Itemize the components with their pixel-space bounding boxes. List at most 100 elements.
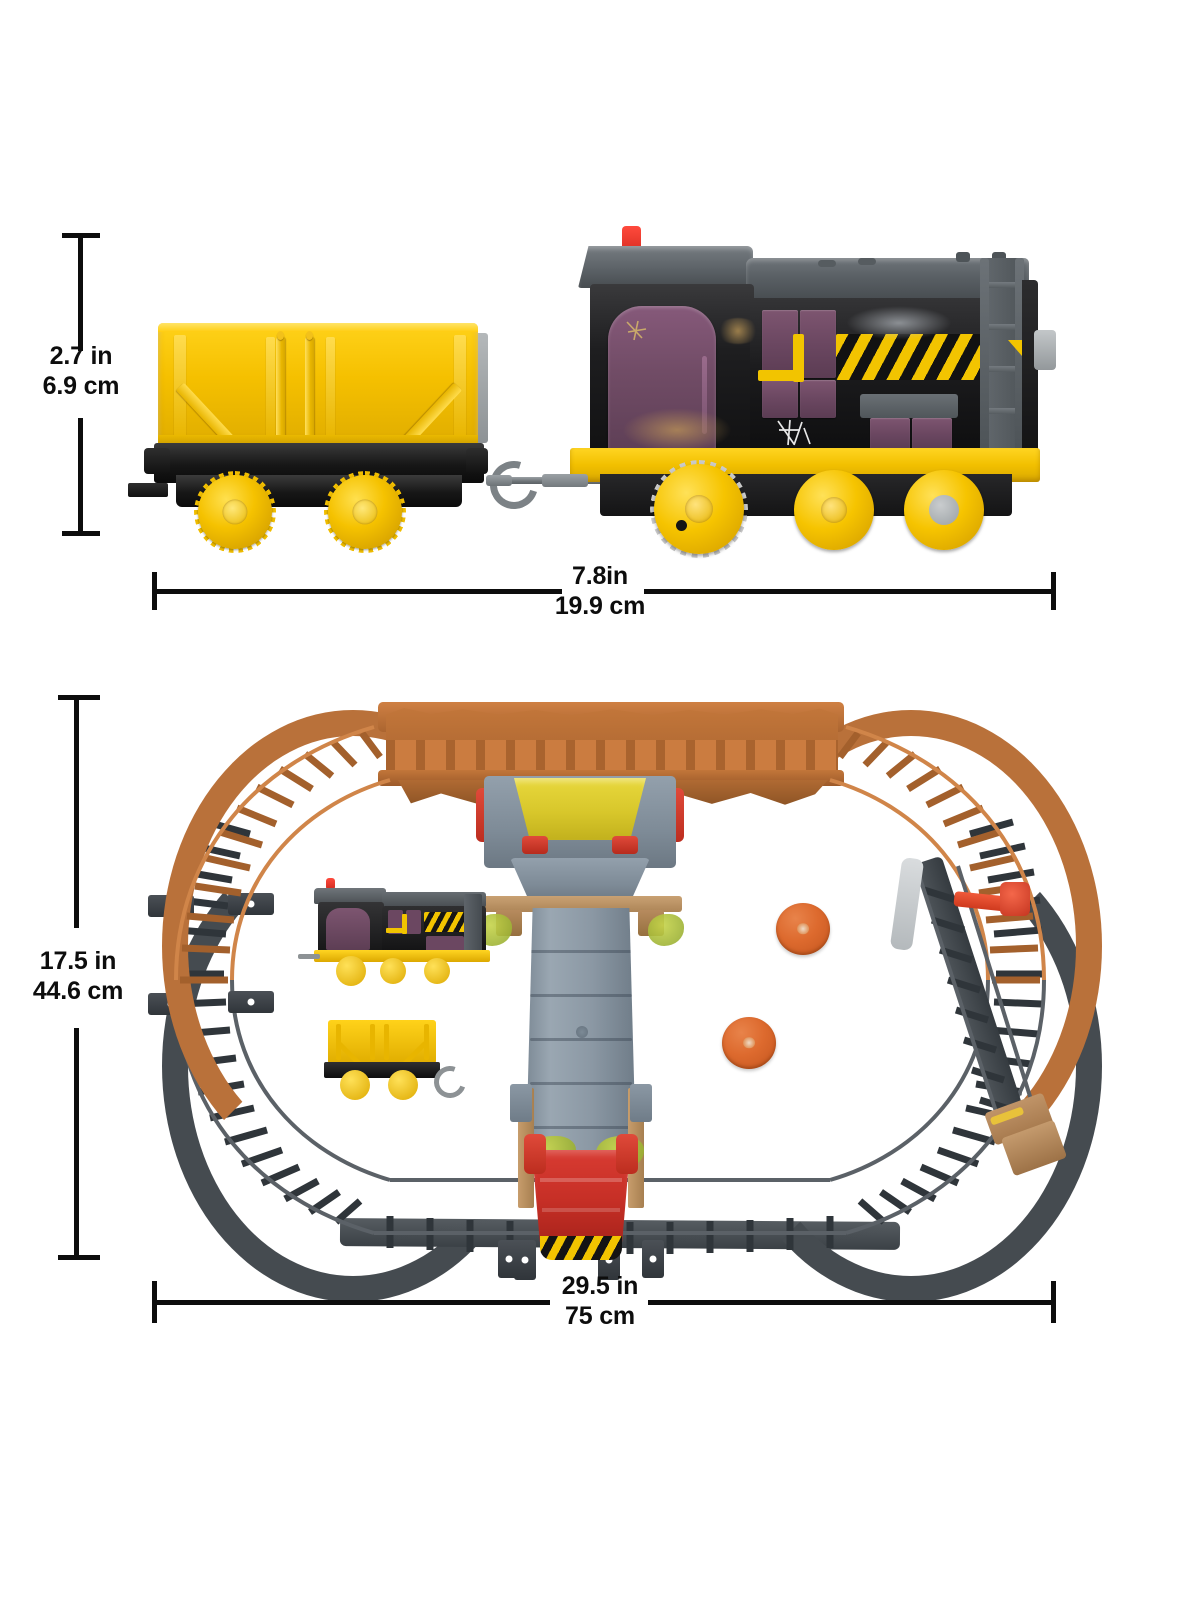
ladder-rail-left xyxy=(980,258,989,454)
hood-vent-right xyxy=(912,418,952,450)
track-switch xyxy=(840,830,1080,1177)
chute-bracket-right xyxy=(642,1240,664,1278)
engine-hub-front xyxy=(685,495,713,523)
column-seam-3 xyxy=(530,1038,632,1041)
wagon-body xyxy=(158,323,478,467)
diesel-engine-small xyxy=(298,876,493,986)
ladder-icon xyxy=(980,258,1024,454)
chute-bracket-left xyxy=(498,1240,520,1278)
wagon-brace-post-mid-b xyxy=(326,337,335,439)
length-line-right xyxy=(644,589,1056,594)
hopper-bucket xyxy=(514,778,646,840)
engine-hub-rear xyxy=(929,495,959,525)
foliage-mid-right xyxy=(648,914,684,946)
tower-bracket-right xyxy=(630,1084,652,1122)
depth-dimension-label: 17.5 in 44.6 cm xyxy=(32,947,124,1005)
small-wagon-post-4 xyxy=(424,1024,429,1060)
height-dimension-label: 2.7 in 6.9 cm xyxy=(42,342,120,400)
column-seam-1 xyxy=(530,950,632,953)
dimension-line-upper xyxy=(78,233,83,351)
small-engine-vent xyxy=(426,936,464,952)
dimension-line-lower xyxy=(78,418,83,536)
weathering-speck-3 xyxy=(846,306,952,340)
wagon-footplate-left xyxy=(128,483,168,497)
ladder-rail-right xyxy=(1015,258,1024,454)
hood-panel-2 xyxy=(800,310,836,378)
column-rivet xyxy=(576,1026,588,1038)
small-engine-wheel-1 xyxy=(336,956,366,986)
hood-panel-4 xyxy=(800,380,836,418)
wagon-stile-2 xyxy=(305,331,314,439)
small-engine-door xyxy=(326,908,370,950)
depth-cap-bottom xyxy=(58,1255,100,1260)
chute-side-right xyxy=(616,1134,638,1174)
roof-vent-2 xyxy=(858,258,876,265)
small-engine-cab-roof xyxy=(314,888,386,904)
wagon-wheel-rear xyxy=(324,471,406,553)
wagon-brace-post-mid-a xyxy=(266,337,275,439)
scratch-mark-1 xyxy=(624,318,658,344)
roof-vent-4 xyxy=(992,252,1006,262)
hood-lower-plate xyxy=(860,394,958,418)
small-engine-wheel-2 xyxy=(380,958,406,984)
tower-bracket-left xyxy=(510,1084,532,1122)
diesel-engine xyxy=(542,222,1056,558)
depth-cap-top xyxy=(58,695,100,700)
chute-side-left xyxy=(524,1134,546,1174)
engine-rear-buffer xyxy=(1034,330,1056,370)
small-wagon-post-3 xyxy=(384,1024,389,1060)
hood-panel-3 xyxy=(762,380,798,418)
ladder-rung-1 xyxy=(982,282,1022,288)
engine-hub-middle xyxy=(821,497,847,523)
ladder-rung-3 xyxy=(982,366,1022,372)
cargo-wagon-small xyxy=(322,1010,472,1104)
wagon-gear-rear xyxy=(328,475,402,549)
chute-rib-2 xyxy=(542,1208,620,1212)
small-engine-hood-roof xyxy=(382,892,486,908)
wagon-stile-1 xyxy=(276,331,285,439)
dimension-cap-bottom xyxy=(62,531,100,536)
roof-vent-3 xyxy=(956,252,970,262)
hopper-pivot-right xyxy=(612,836,638,854)
small-engine-hazard xyxy=(424,912,470,932)
red-chute xyxy=(532,1150,630,1242)
column-seam-2 xyxy=(530,994,632,997)
playset-layout xyxy=(140,680,1102,1302)
hopper-pivot-left xyxy=(522,836,548,854)
width-cap-right xyxy=(1051,1281,1056,1323)
width-dimension-label: 29.5 in 75 cm xyxy=(561,1272,639,1330)
small-wagon-chassis xyxy=(324,1062,440,1078)
column-seam-4 xyxy=(530,1082,632,1085)
elevated-bridge-ties xyxy=(386,740,838,774)
ladder-rung-2 xyxy=(982,324,1022,330)
small-engine-accent-h xyxy=(386,928,406,933)
engine-wheel-front xyxy=(650,460,748,558)
cargo-disc-lower xyxy=(722,1017,776,1069)
engine-cab-roof xyxy=(578,246,753,288)
brown-track-ties xyxy=(174,725,1046,984)
hood-panel-1 xyxy=(762,310,798,378)
column-seam-5 xyxy=(530,1126,632,1129)
wagon-bottom-rail xyxy=(158,435,478,445)
depth-line-upper xyxy=(74,695,79,928)
wagon-gear-front xyxy=(198,475,272,549)
small-wagon-post-2 xyxy=(370,1024,375,1060)
scratch-mark-2 xyxy=(774,418,818,448)
hood-accent-stripe-h xyxy=(758,370,804,381)
small-wagon-body xyxy=(328,1020,436,1073)
small-wagon-wheel-1 xyxy=(340,1070,370,1100)
cargo-disc-upper xyxy=(776,903,830,955)
small-engine-coupler xyxy=(298,954,320,959)
wagon-brace-post-right xyxy=(454,335,466,439)
tower-neck xyxy=(510,858,650,902)
wagon-top-rail xyxy=(158,323,478,332)
switch-lever-knob[interactable] xyxy=(1000,882,1030,916)
hood-vent-left xyxy=(870,418,910,450)
switch-branch-ties xyxy=(916,865,1040,1131)
chute-hazard-stripe xyxy=(540,1236,622,1260)
weathering-speck-1 xyxy=(716,318,760,344)
engine-wheel-rear xyxy=(904,470,984,550)
crusher-tower xyxy=(470,758,690,1278)
length-line-left xyxy=(152,589,562,594)
